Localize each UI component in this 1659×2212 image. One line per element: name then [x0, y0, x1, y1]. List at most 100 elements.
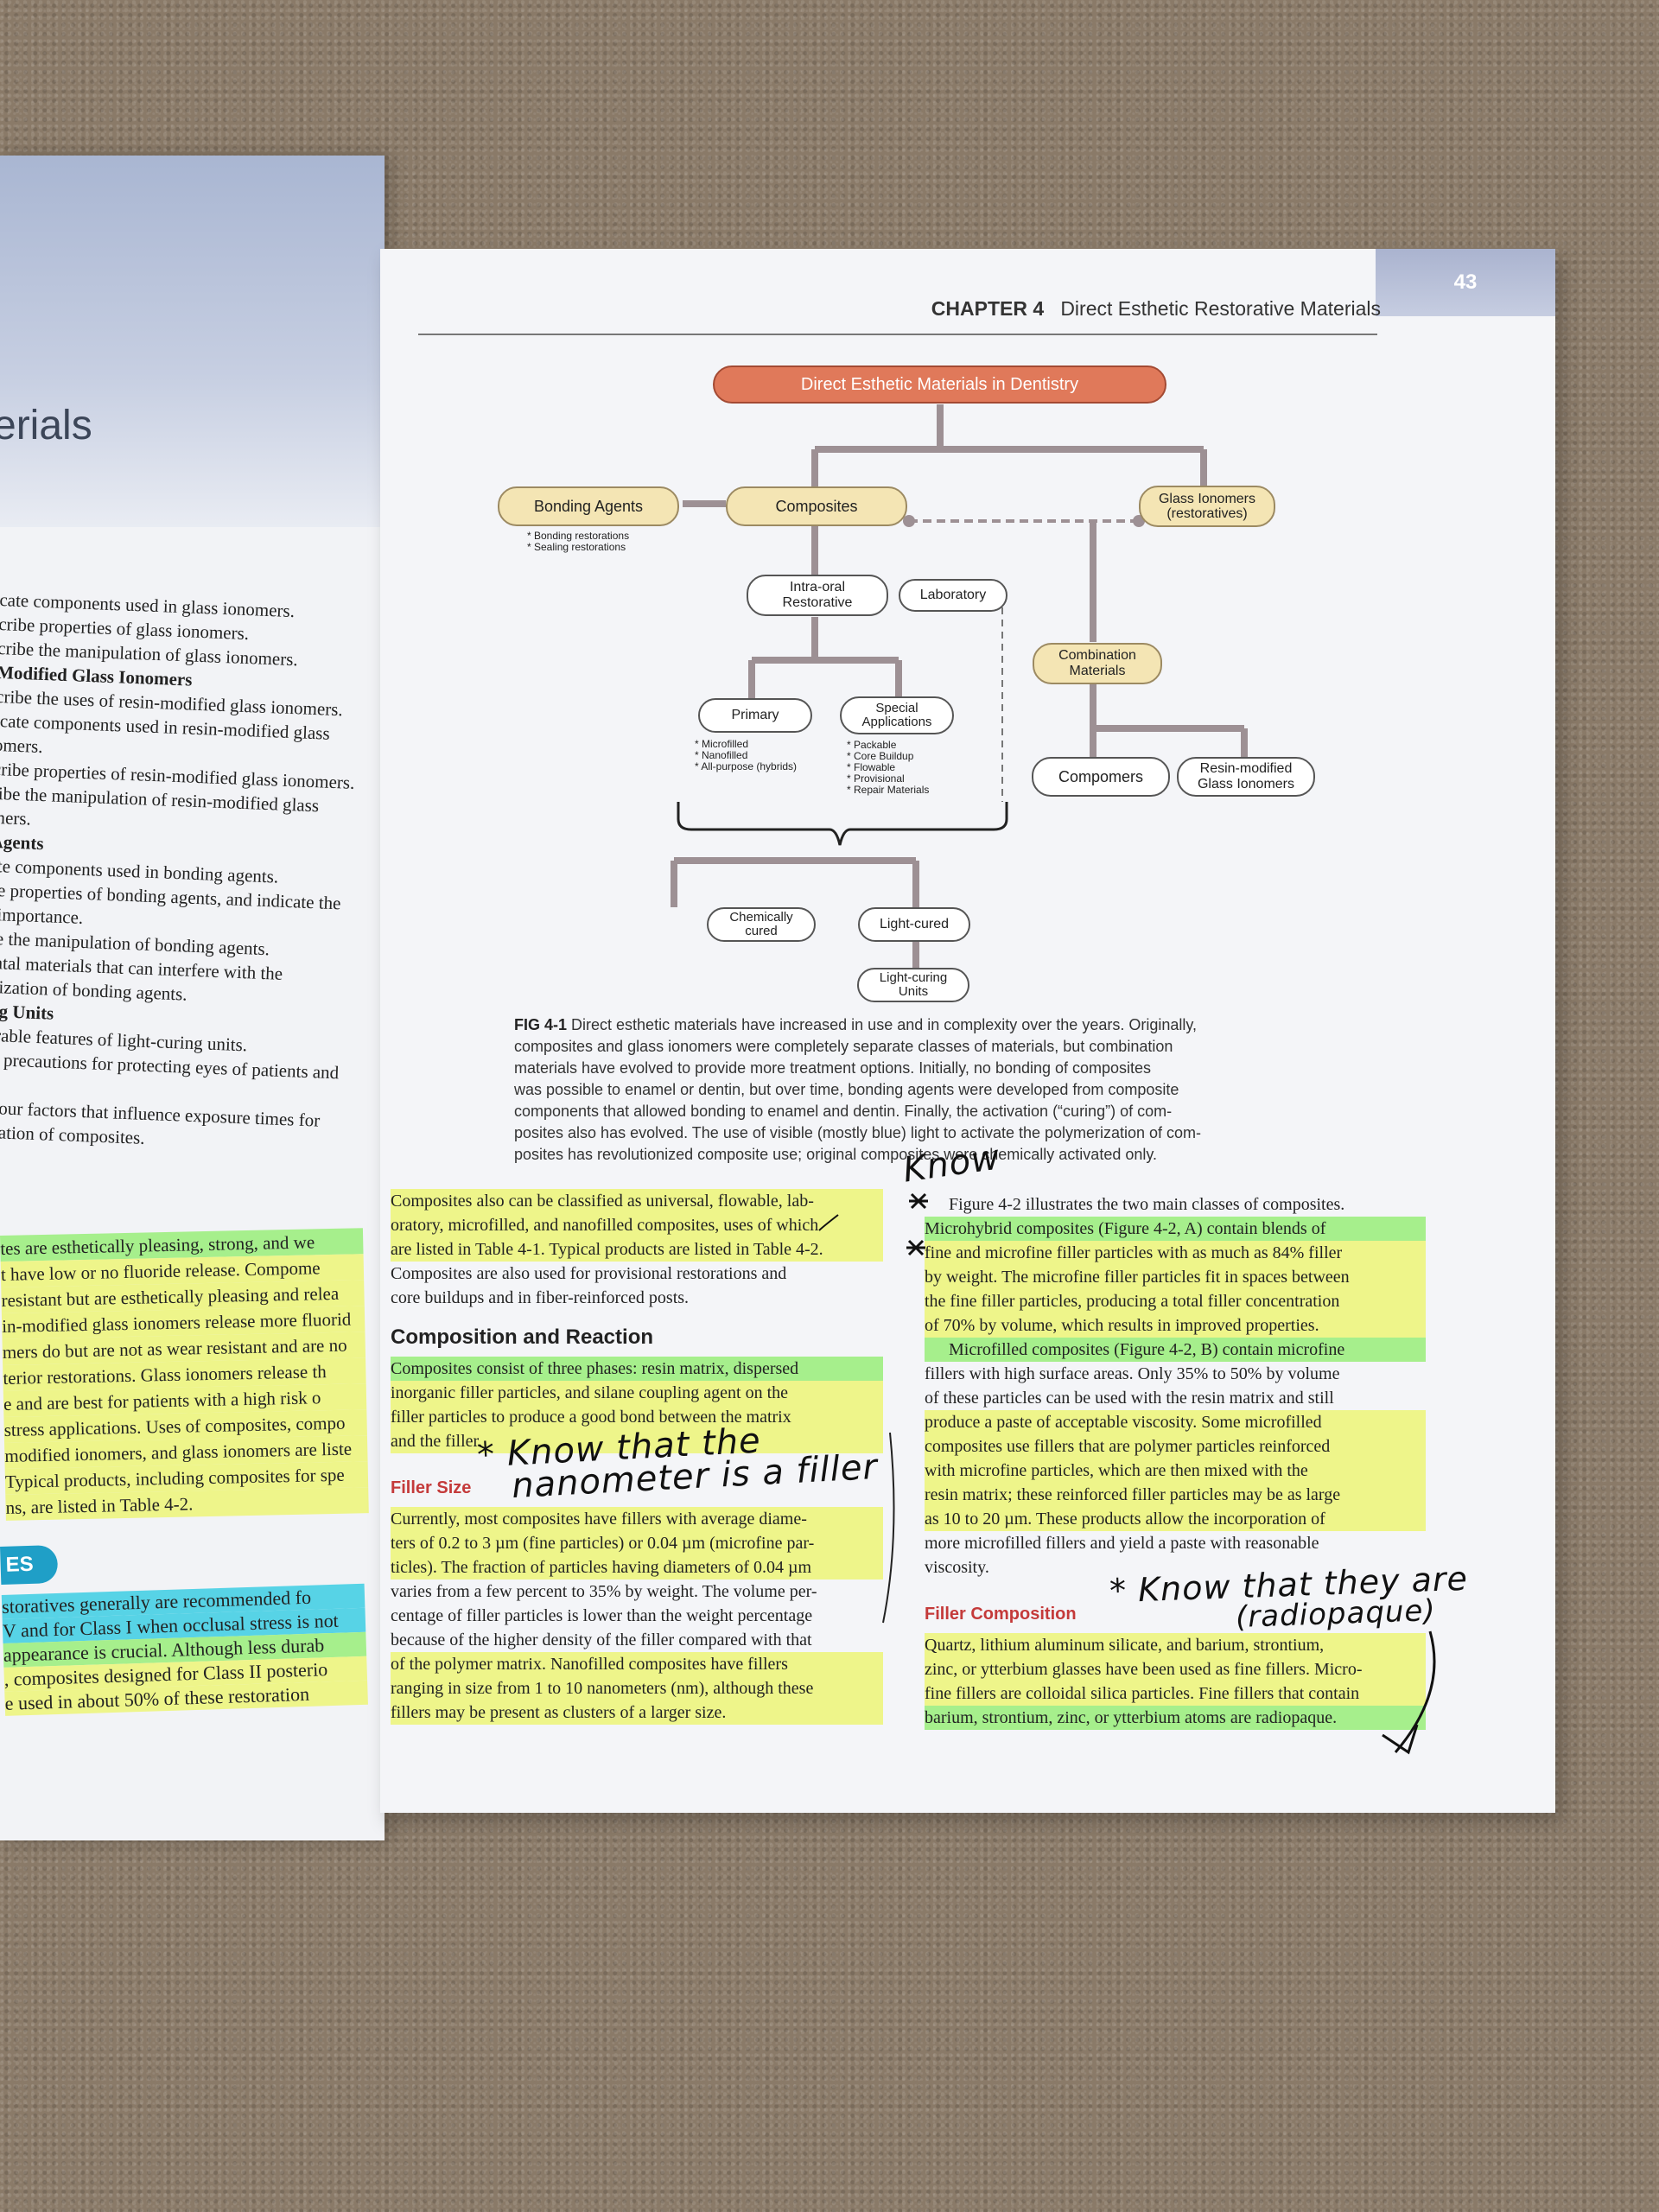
- special-bullet: * Flowable: [847, 761, 896, 773]
- node-chemically-cured: Chemically cured: [707, 907, 816, 942]
- running-head-chapter: CHAPTER 4: [931, 297, 1045, 320]
- left-page-header: [0, 156, 385, 527]
- left-column: Composites also can be classified as uni…: [391, 1189, 883, 1725]
- microfilled-line: resin matrix; these reinforced filler pa…: [925, 1483, 1426, 1507]
- brace-bracket: [677, 802, 1008, 846]
- microfilled-line: produce a paste of acceptable viscosity.…: [925, 1410, 1426, 1434]
- special-line: Special: [875, 701, 918, 715]
- subhead-filler-size: Filler Size: [391, 1478, 472, 1497]
- filler-composition-line: barium, strontium, zinc, or ytterbium at…: [925, 1706, 1426, 1730]
- special-bullets: * Packable * Core Buildup * Flowable * P…: [847, 740, 929, 796]
- fig-4-1-diagram: Direct Esthetic Materials in Dentistry B…: [380, 249, 1555, 1027]
- microfilled-line: fillers with high surface areas. Only 35…: [925, 1364, 1340, 1383]
- microfilled-line: as 10 to 20 µm. These products allow the…: [925, 1507, 1426, 1531]
- node-resin-modified: Resin-modified Glass Ionomers: [1177, 757, 1315, 797]
- special-bullet: * Provisional: [847, 772, 905, 785]
- bracket-mark: [882, 1432, 895, 1624]
- resin-modified-line: Glass Ionomers: [1197, 777, 1295, 791]
- caption-line: composites and glass ionomers were compl…: [514, 1038, 1173, 1055]
- bonding-bullets: * Bonding restorations * Sealing restora…: [527, 531, 629, 553]
- primary-bullet: * All-purpose (hybrids): [695, 760, 798, 772]
- filler-size-paragraph: Currently, most composites have fillers …: [391, 1507, 883, 1725]
- figure-4-2-line: the fine filler particles, producing a t…: [925, 1289, 1426, 1313]
- running-head-title: Direct Esthetic Restorative Materials: [1060, 297, 1381, 320]
- light-curing-units-line: Light-curing: [879, 970, 948, 985]
- filler-size-line: varies from a few percent to 35% by weig…: [391, 1582, 817, 1601]
- figure-4-2-paragraph: Figure 4-2 illustrates the two main clas…: [925, 1192, 1426, 1338]
- intro-line: are listed in Table 4-1. Typical product…: [391, 1237, 883, 1262]
- right-page: 43 CHAPTER 4 Direct Esthetic Restorative…: [380, 249, 1555, 1813]
- diagram-title: Direct Esthetic Materials in Dentistry: [713, 365, 1166, 404]
- bonding-bullet: * Sealing restorations: [527, 541, 626, 553]
- caption-line: posites also has evolved. The use of vis…: [514, 1124, 1202, 1141]
- microfilled-line: with microfine particles, which are then…: [925, 1459, 1426, 1483]
- filler-size-line: ters of 0.2 to 3 µm (fine particles) or …: [391, 1531, 883, 1555]
- filler-size-line: of the polymer matrix. Nanofilled compos…: [391, 1652, 883, 1676]
- filler-size-line: Currently, most composites have fillers …: [391, 1507, 883, 1531]
- primary-bullet: * Nanofilled: [695, 749, 748, 761]
- page-number: 43: [1376, 249, 1555, 316]
- header-rule: [418, 334, 1377, 335]
- intro-paragraph: Composites also can be classified as uni…: [391, 1189, 883, 1310]
- filler-size-line: centage of filler particles is lower tha…: [391, 1606, 813, 1625]
- filler-size-line: ranging in size from 1 to 10 nanometers …: [391, 1676, 883, 1700]
- handwritten-note-composition-2: (radiopaque): [1235, 1592, 1437, 1636]
- special-line: Applications: [861, 715, 932, 729]
- caption-line: was possible to enamel or dentin, but ov…: [514, 1081, 1179, 1098]
- primary-bullets: * Microfilled * Nanofilled * All-purpose…: [695, 739, 797, 772]
- banner-tab: ES: [0, 1544, 59, 1585]
- heading-composition-reaction: Composition and Reaction: [391, 1325, 654, 1349]
- special-bullet: * Packable: [847, 739, 897, 751]
- microfilled-line: of these particles can be used with the …: [925, 1389, 1334, 1408]
- microfilled-line: composites use fillers that are polymer …: [925, 1434, 1426, 1459]
- intro-line: core buildups and in fiber-reinforced po…: [391, 1288, 690, 1307]
- resin-modified-line: Resin-modified: [1199, 761, 1293, 776]
- node-composites: Composites: [726, 486, 907, 526]
- learning-objectives: cate components used in glass ionomers.c…: [0, 588, 372, 1158]
- filler-size-line: fillers may be present as clusters of a …: [391, 1700, 883, 1725]
- microfilled-line: Microfilled composites (Figure 4-2, B) c…: [925, 1338, 1426, 1362]
- left-banner: ES storatives generally are recommended …: [0, 1535, 369, 1745]
- figure-4-2-line: Figure 4-2 illustrates the two main clas…: [949, 1195, 1345, 1214]
- caption-line: Direct esthetic materials have increased…: [571, 1016, 1198, 1033]
- node-glass-ionomers: Glass Ionomers (restoratives): [1139, 486, 1275, 527]
- diagram-connectors: [671, 404, 1248, 968]
- figure-4-2-line: fine and microfine filler particles with…: [925, 1241, 1426, 1265]
- node-bonding-agents: Bonding Agents: [498, 486, 679, 526]
- glass-ionomers-line: (restoratives): [1166, 506, 1248, 521]
- composition-line: filler particles to produce a good bond …: [391, 1405, 883, 1429]
- special-bullet: * Repair Materials: [847, 784, 930, 796]
- right-column: Figure 4-2 illustrates the two main clas…: [925, 1192, 1426, 1730]
- microfilled-paragraph: Microfilled composites (Figure 4-2, B) c…: [925, 1338, 1426, 1580]
- node-primary: Primary: [698, 698, 812, 733]
- intro-line: Composites also can be classified as uni…: [391, 1189, 883, 1213]
- figure-4-2-line: Microhybrid composites (Figure 4-2, A) c…: [925, 1217, 1426, 1241]
- intra-oral-line: Intra-oral: [789, 580, 846, 594]
- composition-paragraph: Composites consist of three phases: resi…: [391, 1357, 883, 1453]
- chapter-title-fragment: erials: [0, 403, 92, 448]
- composition-line: Composites consist of three phases: resi…: [391, 1357, 883, 1381]
- left-summary-text: tes are esthetically pleasing, strong, a…: [0, 1228, 369, 1521]
- node-intra-oral: Intra-oral Restorative: [747, 575, 888, 616]
- glass-ionomers-line: Glass Ionomers: [1158, 492, 1256, 506]
- intro-line: oratory, microfilled, and nanofilled com…: [391, 1213, 883, 1237]
- bonding-bullet: * Bonding restorations: [527, 530, 630, 542]
- combination-line: Materials: [1069, 664, 1126, 678]
- chemically-cured-line: Chemically: [729, 910, 793, 925]
- node-light-curing-units: Light-curing Units: [857, 968, 969, 1002]
- caption-line: posites has revolutionized composite use…: [514, 1146, 1158, 1163]
- node-combination-materials: Combination Materials: [1033, 643, 1162, 684]
- microfilled-line: viscosity.: [925, 1558, 989, 1577]
- dashed-end-left: [903, 515, 915, 527]
- composition-line: inorganic filler particles, and silane c…: [391, 1381, 883, 1405]
- filler-composition-line: Quartz, lithium aluminum silicate, and b…: [925, 1633, 1426, 1657]
- filler-composition-paragraph: Quartz, lithium aluminum silicate, and b…: [925, 1633, 1426, 1730]
- caption-line: materials have evolved to provide more t…: [514, 1059, 1152, 1077]
- caption-line: components that allowed bonding to ename…: [514, 1103, 1173, 1120]
- microfilled-line: more microfilled fillers and yield a pas…: [925, 1534, 1319, 1553]
- primary-bullet: * Microfilled: [695, 738, 749, 750]
- node-laboratory: Laboratory: [899, 579, 1007, 612]
- combination-line: Combination: [1058, 648, 1136, 663]
- filler-composition-line: zinc, or ytterbium glasses have been use…: [925, 1657, 1426, 1681]
